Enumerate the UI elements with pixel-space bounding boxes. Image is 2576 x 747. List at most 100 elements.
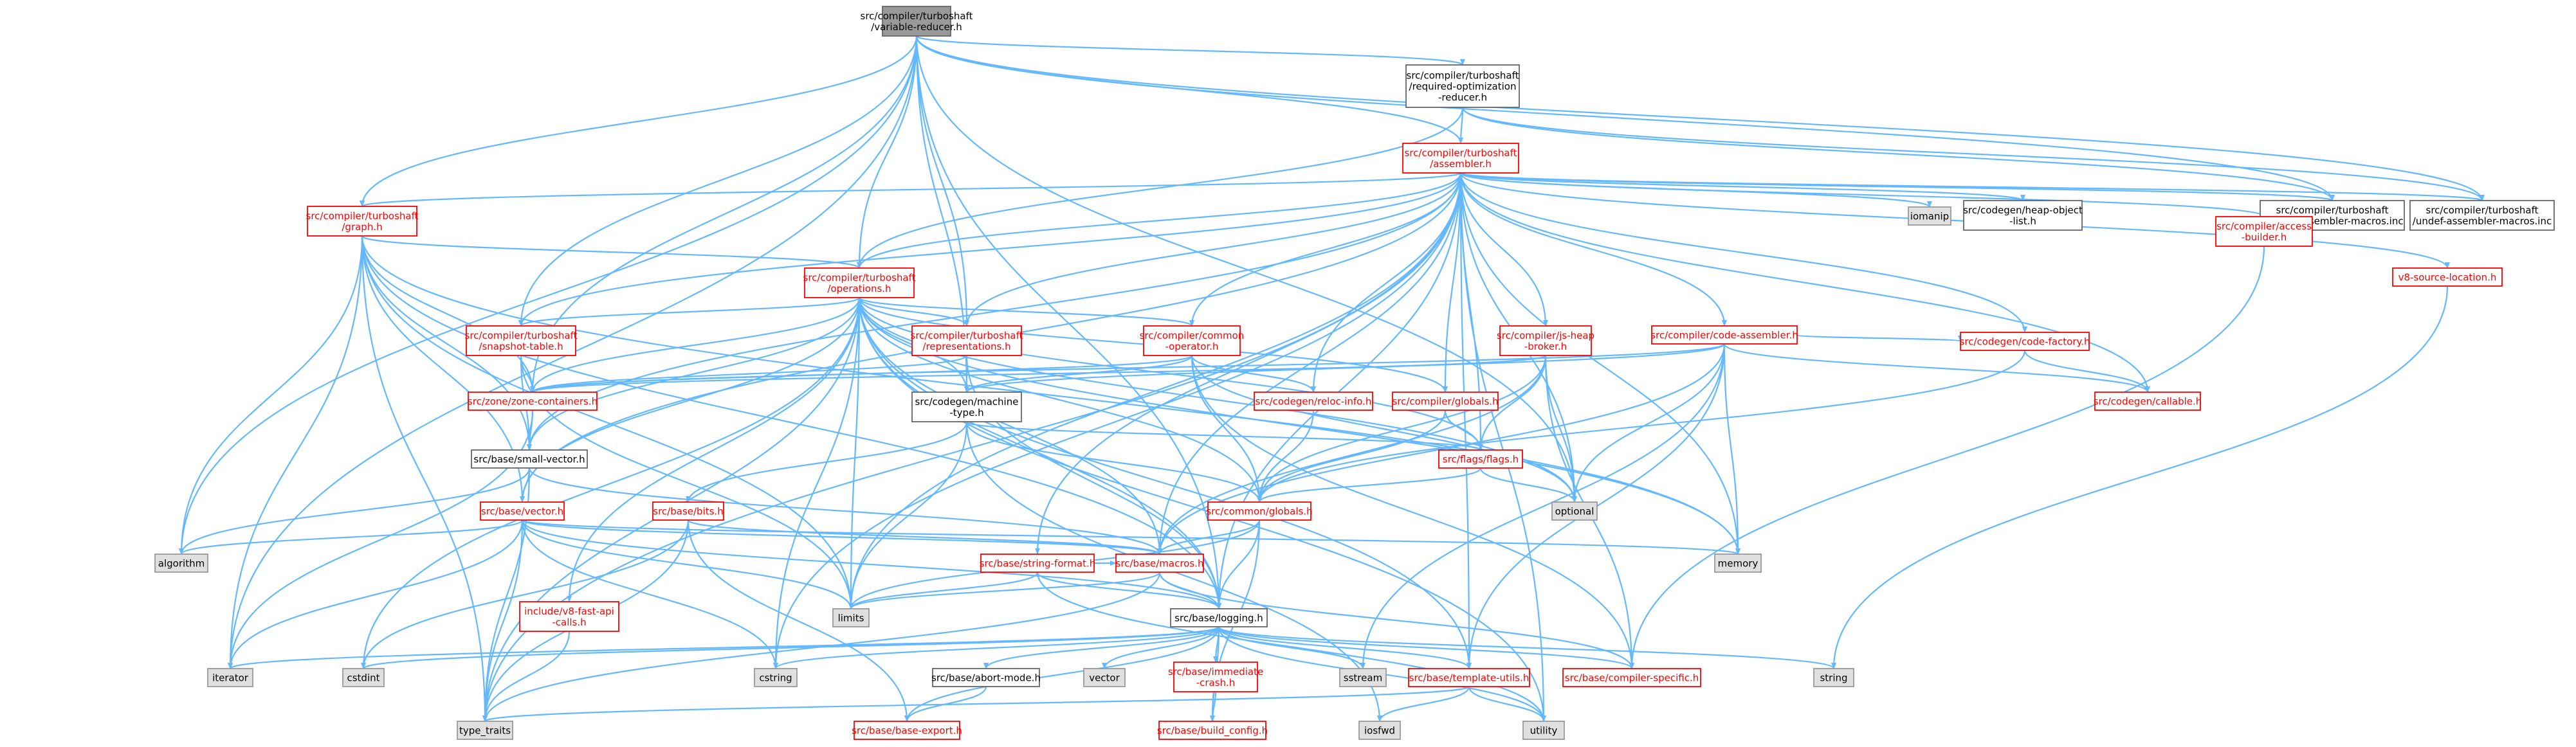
node-zone-containers[interactable]: src/zone/zone-containers.h: [468, 392, 598, 411]
node-compiler-specific[interactable]: src/base/compiler-specific.h: [1562, 668, 1701, 687]
node-label: /operations.h: [827, 283, 891, 294]
node-label: -list.h: [2009, 215, 2036, 227]
node-code-assembler[interactable]: src/compiler/code-assembler.h: [1650, 325, 1798, 345]
node-common-operator[interactable]: src/compiler/common-operator.h: [1140, 325, 1245, 356]
node-label: src/base/small-vector.h: [473, 454, 585, 465]
edge-assembler-to-cstring: [773, 172, 1462, 669]
edge-logging-to-string: [1218, 626, 1836, 670]
edge-operations-to-zone_containers: [530, 297, 861, 393]
edge-machine_type-to-bits: [686, 421, 968, 503]
node-box: [154, 554, 208, 573]
edge-required_opt-to-define_macros: [1461, 107, 2335, 201]
node-assembler[interactable]: src/compiler/turboshaft/assembler.h: [1402, 143, 1519, 174]
node-box: [480, 501, 565, 521]
edge-js_heap_broker-to-common_globals: [1257, 355, 1547, 503]
node-abort-mode[interactable]: src/base/abort-mode.h: [931, 668, 1041, 687]
node-cstdint: cstdint: [342, 668, 385, 687]
node-box: [1173, 662, 1258, 692]
node-box: [1254, 392, 1373, 411]
node-box: [854, 721, 960, 740]
edge-bits-to-macros: [687, 519, 1162, 555]
node-macros[interactable]: src/base/macros.h: [1115, 554, 1204, 573]
node-flags[interactable]: src/flags/flags.h: [1438, 449, 1523, 469]
node-small-vector[interactable]: src/base/small-vector.h: [471, 449, 588, 469]
node-string-format[interactable]: src/base/string-format.h: [980, 554, 1096, 573]
edge-vector-to-iterator: [228, 519, 524, 669]
node-compiler-globals[interactable]: src/compiler/globals.h: [1392, 392, 1499, 411]
node-machine-type[interactable]: src/codegen/machine-type.h: [911, 392, 1022, 422]
node-v8-source-location[interactable]: v8-source-location.h: [2392, 267, 2503, 287]
node-reloc-info[interactable]: src/codegen/reloc-info.h: [1254, 392, 1373, 411]
node-required-opt[interactable]: src/compiler/turboshaft/required-optimiz…: [1405, 64, 1520, 108]
node-label: iterator: [212, 672, 249, 684]
node-snapshot-table[interactable]: src/compiler/turboshaft/snapshot-table.h: [465, 325, 578, 356]
node-immediate-crash[interactable]: src/base/immediate-crash.h: [1168, 662, 1263, 692]
node-js-heap-broker[interactable]: src/compiler/js-heap-broker.h: [1497, 325, 1594, 356]
node-operations[interactable]: src/compiler/turboshaft/operations.h: [803, 267, 916, 298]
edge-code_assembler-to-machine_type: [964, 343, 1726, 393]
edge-logging-to-compiler_specific: [1218, 626, 1634, 669]
node-label: iosfwd: [1364, 725, 1395, 737]
node-cstring: cstring: [754, 668, 798, 687]
node-common-globals[interactable]: src/common/globals.h: [1206, 501, 1313, 521]
node-label: src/base/compiler-specific.h: [1565, 672, 1699, 684]
edge-template_utils-to-utility: [1468, 686, 1546, 722]
edge-logging-to-cstring: [773, 626, 1220, 670]
node-build-config[interactable]: src/base/build_config.h: [1157, 721, 1268, 740]
edge-assembler-to-snapshot_table: [518, 172, 1462, 327]
node-label: src/compiler/access: [2216, 221, 2312, 232]
node-label: /undef-assembler-macros.inc: [2413, 215, 2552, 227]
node-box: [754, 668, 798, 687]
edge-code_assembler-to-code_factory: [1796, 334, 1963, 343]
node-box: [2392, 267, 2503, 287]
node-box: [1170, 608, 1268, 627]
node-undef-macros[interactable]: src/compiler/turboshaft/undef-assembler-…: [2409, 200, 2555, 231]
node-logging[interactable]: src/base/logging.h: [1170, 608, 1268, 627]
node-code-factory[interactable]: src/codegen/code-factory.h: [1960, 332, 2090, 351]
edge-string_format-to-logging: [1036, 572, 1221, 609]
node-label: cstring: [759, 672, 792, 684]
edge-code_assembler-to-zone_containers: [530, 343, 1726, 393]
node-layer: src/compiler/turboshaft/variable-reducer…: [154, 6, 2555, 740]
node-access-builder[interactable]: src/compiler/access-builder.h: [2215, 216, 2313, 247]
node-iosfwd: iosfwd: [1358, 721, 1401, 740]
node-iomanip: iomanip: [1908, 206, 1951, 226]
node-root[interactable]: src/compiler/turboshaft/variable-reducer…: [861, 6, 973, 37]
edge-assembler-to-graph: [360, 172, 1462, 208]
edge-operations-to-snapshot_table: [518, 296, 861, 327]
node-label: src/compiler/common: [1140, 330, 1245, 341]
node-base-export[interactable]: src/base/base-export.h: [852, 721, 962, 740]
node-label: src/compiler/code-assembler.h: [1650, 330, 1798, 341]
node-graph[interactable]: src/compiler/turboshaft/graph.h: [306, 206, 419, 237]
node-label: utility: [1530, 725, 1558, 737]
edge-assembler-to-heap_object_list: [1459, 172, 2025, 202]
edge-root-to-logging: [915, 35, 1221, 609]
node-fast-api-calls[interactable]: include/v8-fast-api-calls.h: [519, 601, 619, 632]
node-bits[interactable]: src/base/bits.h: [652, 501, 724, 521]
node-callable[interactable]: src/codegen/callable.h: [2094, 392, 2202, 411]
edge-vector-to-cstring: [521, 519, 778, 669]
edge-operations-to-limits: [848, 297, 861, 609]
edge-assembler-to-common_operator: [1189, 172, 1462, 327]
edge-machine_type-to-common_globals: [965, 421, 1262, 503]
edge-common_operator-to-machine_type: [964, 355, 1193, 393]
edge-v8_source_location-to-string: [1831, 285, 2449, 669]
edge-layer: [179, 35, 2485, 723]
node-template-utils[interactable]: src/base/template-utils.h: [1408, 668, 1530, 687]
node-box: [519, 601, 619, 632]
node-box: [1438, 449, 1523, 469]
edge-vector-to-type_traits: [482, 519, 524, 722]
edge-vector-to-memory: [521, 519, 1740, 555]
edge-code_assembler-to-callable: [1723, 343, 2150, 393]
node-box: [980, 554, 1095, 573]
node-representations[interactable]: src/compiler/turboshaft/representations.…: [911, 325, 1023, 356]
node-box: [2094, 392, 2201, 411]
node-vector[interactable]: src/base/vector.h: [480, 501, 565, 521]
node-label: /assembler.h: [1430, 158, 1492, 170]
node-heap-object-list[interactable]: src/codegen/heap-object-list.h: [1963, 200, 2083, 231]
node-label: -crash.h: [1196, 677, 1236, 688]
node-sstream: sstream: [1339, 668, 1387, 687]
node-label: src/compiler/turboshaft: [1405, 147, 1517, 159]
edge-template_utils-to-type_traits: [482, 685, 1470, 723]
